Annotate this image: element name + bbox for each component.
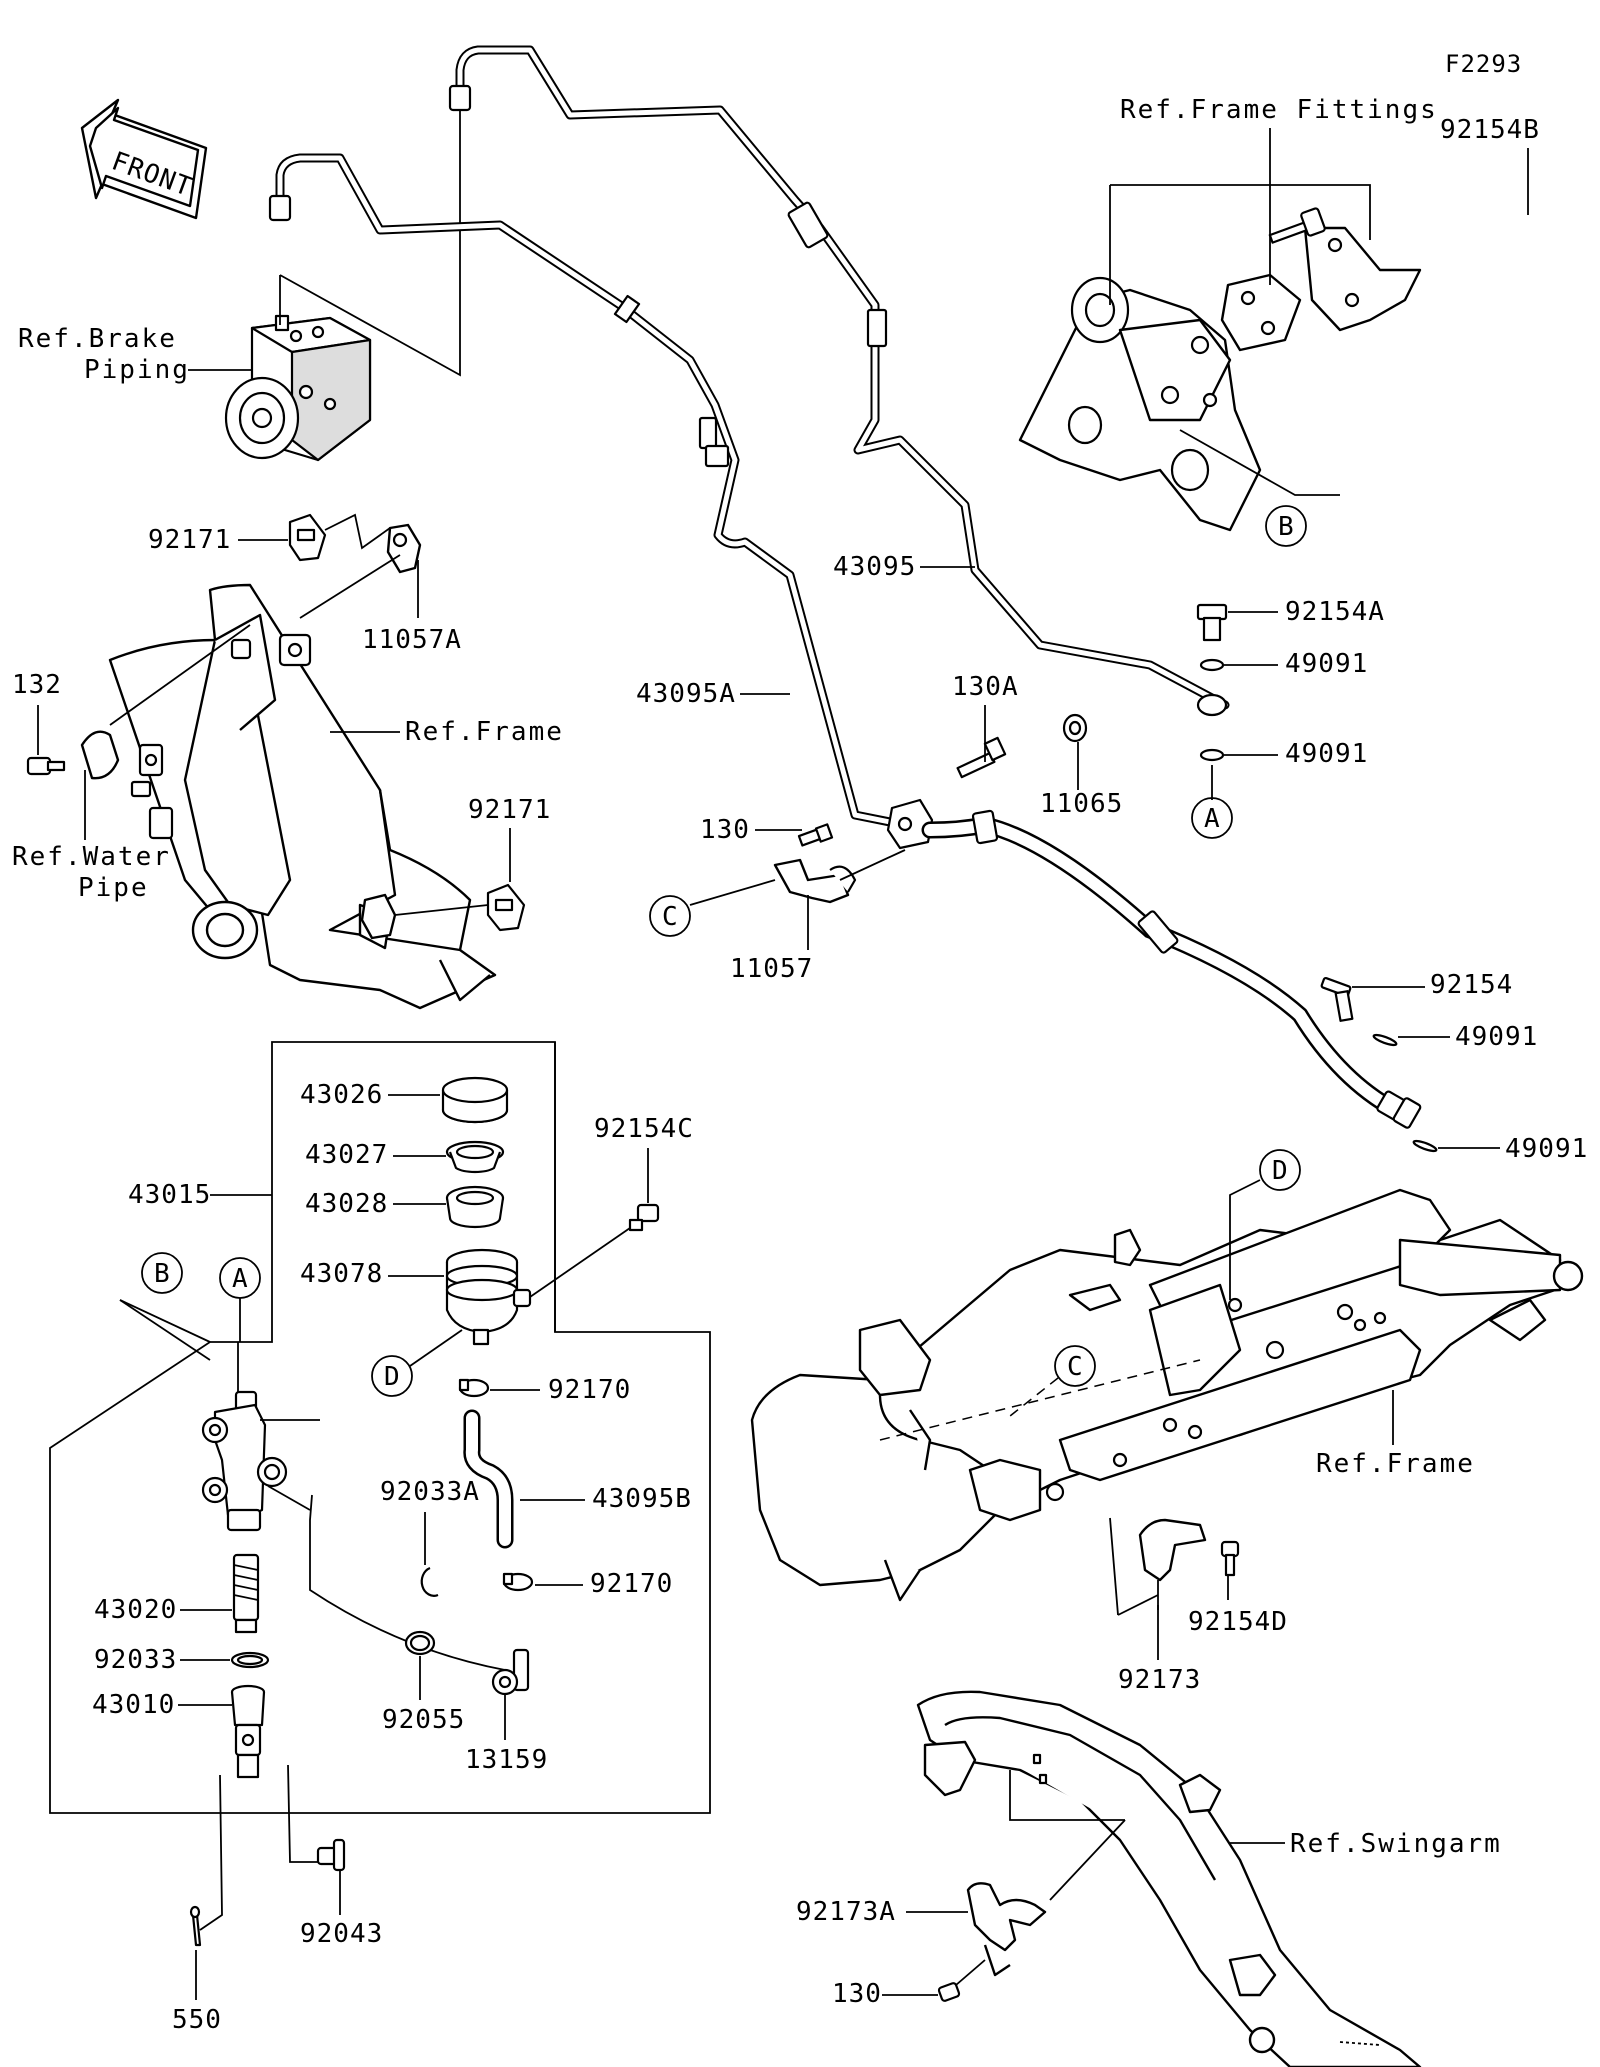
brake-pipe-43095a — [268, 153, 910, 830]
ref-brake-piping-label-2: Piping — [84, 355, 190, 385]
part-label-550: 550 — [172, 2005, 222, 2035]
circle-marker-d-reservoir — [371, 1355, 413, 1397]
diaphragm-plate-43027-icon — [445, 1140, 505, 1174]
part-label-92173: 92173 — [1118, 1665, 1201, 1695]
circle-marker-a-label: A — [1204, 804, 1220, 834]
ref-swingarm-label: Ref.Swingarm — [1290, 1829, 1502, 1859]
part-label-11057: 11057 — [730, 954, 813, 984]
circle-marker-b-left-label: B — [154, 1259, 170, 1289]
bracket-92173-icon — [1138, 1518, 1240, 1582]
bolt-92154c-icon — [628, 1203, 660, 1232]
diaphragm-43028-icon — [445, 1185, 505, 1229]
ref-water-pipe-label-1: Ref.Water — [12, 842, 171, 872]
front-arrow-icon: FRONT — [80, 98, 208, 220]
circle-marker-b — [1265, 505, 1307, 547]
pushrod-43010-icon — [230, 1684, 266, 1779]
ref-water-pipe-label-2: Pipe — [78, 873, 149, 903]
circle-marker-d-frame-label: D — [1272, 1156, 1288, 1186]
circle-marker-c-label: C — [662, 902, 678, 932]
part-label-49091-d: 49091 — [1505, 1134, 1588, 1164]
part-label-92171-mid: 92171 — [468, 795, 551, 825]
part-label-49091-a: 49091 — [1285, 649, 1368, 679]
part-label-130-bottom: 130 — [832, 1979, 882, 2009]
part-label-92171-top: 92171 — [148, 525, 231, 555]
circle-marker-c — [649, 895, 691, 937]
part-label-49091-b: 49091 — [1285, 739, 1368, 769]
circle-marker-b-label: B — [1278, 512, 1294, 542]
part-label-130a: 130A — [952, 672, 1019, 702]
bolt-132-icon — [26, 730, 120, 780]
ref-brake-piping-label-1: Ref.Brake — [18, 324, 177, 354]
part-label-43028: 43028 — [305, 1189, 388, 1219]
part-label-92170-a: 92170 — [548, 1375, 631, 1405]
frame-fitting-bracket-icon — [1018, 226, 1422, 532]
clamp-92171-top-icon — [288, 513, 422, 574]
clamp-92170-b-icon — [502, 1572, 534, 1592]
part-label-43026: 43026 — [300, 1080, 383, 1110]
brake-hose — [921, 809, 1422, 1129]
part-label-92154d: 92154D — [1188, 1607, 1288, 1637]
part-label-92173a: 92173A — [796, 1897, 896, 1927]
reservoir-hose-43095b-icon — [463, 1409, 514, 1549]
reservoir-43078-icon — [445, 1248, 532, 1346]
part-label-43027: 43027 — [305, 1140, 388, 1170]
circle-marker-d-frame — [1259, 1149, 1301, 1191]
snap-ring-92033-icon — [230, 1651, 270, 1669]
part-label-132: 132 — [12, 670, 62, 700]
master-cylinder-body-icon — [201, 1390, 288, 1532]
part-label-92033: 92033 — [94, 1645, 177, 1675]
part-label-92055: 92055 — [382, 1705, 465, 1735]
circle-marker-c-frame-label: C — [1067, 1352, 1083, 1382]
part-label-92033a: 92033A — [380, 1477, 480, 1507]
abs-hydraulic-unit-icon — [224, 314, 372, 462]
bracket-92173a-icon — [966, 1882, 1047, 1977]
circle-marker-a-left-label: A — [232, 1264, 248, 1294]
part-label-92154: 92154 — [1430, 970, 1513, 1000]
part-label-43095a: 43095A — [636, 679, 736, 709]
part-label-130-mid: 130 — [700, 815, 750, 845]
figure-code: F2293 — [1445, 50, 1522, 78]
joint-block-icon — [797, 713, 1088, 850]
ref-frame-fittings-label: Ref.Frame Fittings — [1120, 95, 1438, 125]
swingarm-icon — [916, 1690, 1422, 2067]
right-frame-section-icon — [750, 1188, 1584, 1602]
ref-frame-right-label: Ref.Frame — [1316, 1449, 1475, 1479]
cotter-pin-550-icon — [189, 1905, 202, 1947]
part-label-13159: 13159 — [465, 1745, 548, 1775]
reservoir-cap-43026-icon — [441, 1076, 509, 1124]
part-label-92043: 92043 — [300, 1919, 383, 1949]
pin-92043-icon — [316, 1838, 346, 1872]
fitting-13159-icon — [491, 1648, 530, 1696]
ref-frame-left-label: Ref.Frame — [405, 717, 564, 747]
circle-marker-c-frame — [1054, 1345, 1096, 1387]
clamp-92170-a-icon — [458, 1378, 490, 1398]
circle-marker-b-left — [141, 1252, 183, 1294]
circle-marker-d-reservoir-label: D — [384, 1362, 400, 1392]
part-label-49091-c: 49091 — [1455, 1022, 1538, 1052]
part-label-92154c: 92154C — [594, 1114, 694, 1144]
snap-ring-92033a-icon — [420, 1566, 439, 1597]
part-label-43095: 43095 — [833, 552, 916, 582]
bolt-92154b-icon — [1268, 207, 1326, 244]
piston-spring-43020-icon — [232, 1553, 260, 1634]
part-label-11065: 11065 — [1040, 789, 1123, 819]
circle-marker-a — [1191, 797, 1233, 839]
part-label-43015: 43015 — [128, 1180, 211, 1210]
clamp-92171-mid-icon — [360, 883, 526, 940]
part-label-92154a: 92154A — [1285, 597, 1385, 627]
bolt-130-bottom-icon — [937, 1959, 986, 2002]
part-label-43010: 43010 — [92, 1690, 175, 1720]
bracket-11057-icon — [773, 858, 857, 904]
part-label-11057a: 11057A — [362, 625, 462, 655]
banjo-bolt-92154a-icon — [1196, 603, 1228, 762]
o-ring-92055-icon — [404, 1630, 436, 1656]
part-label-43095b: 43095B — [592, 1484, 692, 1514]
part-label-92154b: 92154B — [1440, 115, 1540, 145]
banjo-bolt-92154-icon — [1320, 976, 1438, 1153]
part-label-92170-b: 92170 — [590, 1569, 673, 1599]
part-label-43020: 43020 — [94, 1595, 177, 1625]
part-label-43078: 43078 — [300, 1259, 383, 1289]
brake-pipe-43095 — [448, 45, 1230, 710]
